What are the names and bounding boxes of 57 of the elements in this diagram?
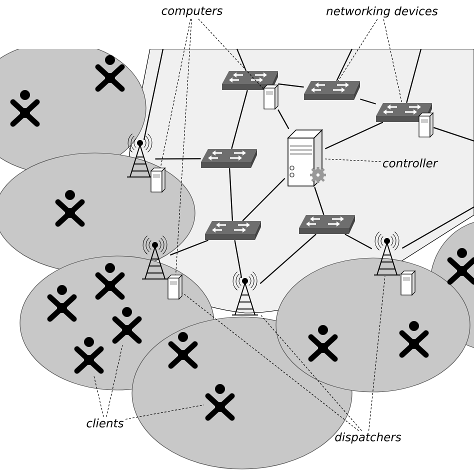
switch-icon [299,215,355,234]
person-icon [55,190,85,227]
leader-line [383,18,402,104]
network-link [360,98,376,104]
person-icon [308,325,338,362]
network-link [314,187,324,215]
person-icon [205,384,235,421]
switch-icon [222,71,278,90]
leader-line [338,18,378,82]
radio-tower-icon [126,140,154,178]
label-text: computers [162,6,222,18]
network-link [143,48,164,140]
switch-icon [205,221,261,240]
leader-line [182,292,360,432]
network-link [155,158,201,160]
label-text: controller [382,158,438,168]
network-link [170,240,208,256]
label-text: clients [86,418,124,428]
radio-tower-icon [232,278,258,316]
network-link [402,206,474,249]
network-link [260,234,316,284]
network-link [406,48,422,103]
leader-line [106,344,123,418]
network-link [278,83,304,88]
person-icon [47,285,77,322]
leader-line [198,18,264,90]
network-link [242,178,286,222]
person-icon [168,332,198,369]
person-icon [10,90,40,127]
person-icon [74,337,104,374]
network-link [344,234,372,250]
leader-line [93,374,104,418]
label-text: dispatchers [335,432,402,444]
leader-line [175,18,192,275]
network-link [336,48,352,82]
person-icon [95,55,125,92]
network-link [229,168,234,221]
person-icon [95,263,125,300]
person-icon [399,321,429,358]
leader-line [125,404,204,420]
network-link [231,90,248,149]
network-link [324,122,384,150]
switch-icon [304,81,360,100]
person-icon [112,307,142,344]
leader-line [160,18,191,168]
leader-line [324,158,382,162]
network-link [234,240,242,278]
leader-line [260,314,362,432]
leader-line [368,276,386,432]
network-link [434,127,474,142]
radio-tower-icon [374,238,400,276]
switch-icon [201,149,257,168]
person-icon [447,248,474,285]
label-text: networking devices [326,6,438,18]
network-link [278,109,290,130]
network-link [236,48,246,72]
radio-tower-icon [142,242,168,280]
